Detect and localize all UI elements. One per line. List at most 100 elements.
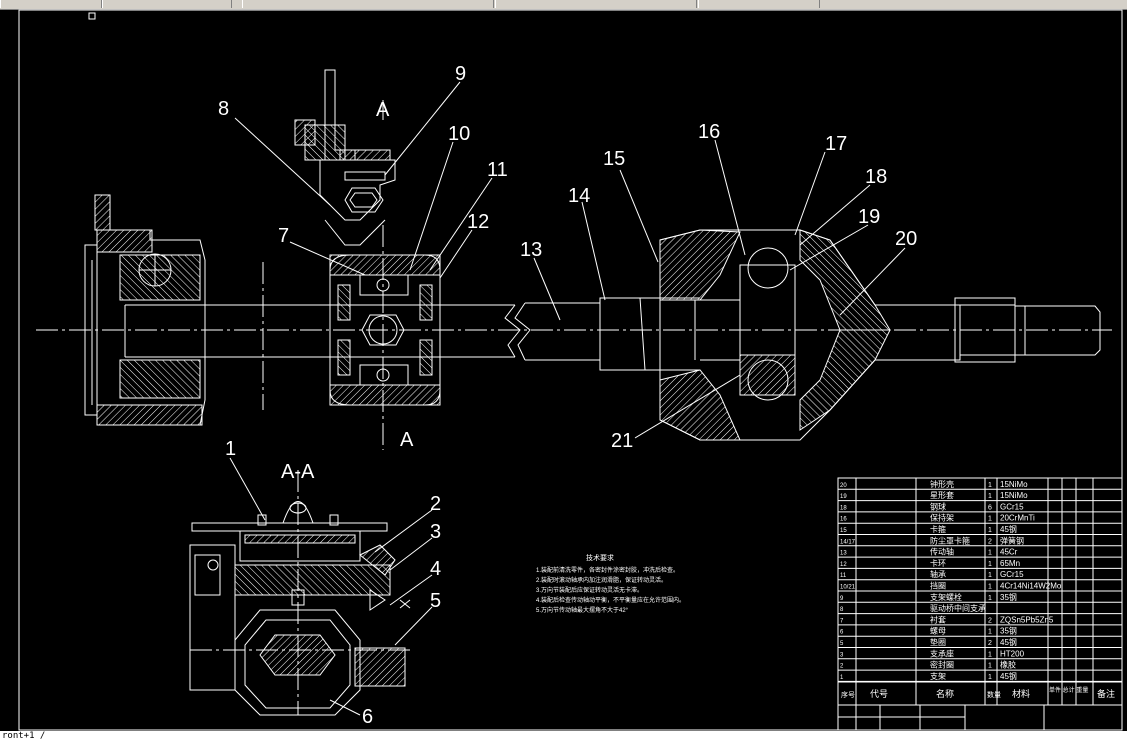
bom-header-material: 材料	[1012, 688, 1030, 699]
bom-cell-material: 45钢	[1000, 524, 1017, 534]
support-bracket	[294, 69, 396, 246]
cad-drawing-canvas[interactable]: 8 9 10 11 12 7 13 14 15 16 17 18 19 20 2…	[0, 9, 1127, 731]
bom-cell-qty: 1	[988, 493, 992, 500]
callout-label: 21	[611, 430, 633, 452]
bom-header-no: 序号	[841, 690, 855, 699]
bom-cell-material: 45Cr	[1000, 548, 1018, 557]
bom-cell-name: 保持架	[930, 513, 954, 523]
bom-cell-no: 7	[840, 618, 844, 624]
splined-output-shaft	[954, 297, 1101, 363]
bom-cell-material: HT200	[1000, 649, 1025, 658]
section-aa-labels: 1 2 3 4 5 6 A-A	[225, 438, 441, 728]
bom-cell-name: 传动轴	[930, 547, 954, 557]
bom-cell-qty: 2	[988, 617, 992, 624]
bom-cell-material: 15NiMo	[1000, 480, 1028, 489]
tech-req-item: 2.装配时滚动轴承内加注润滑脂，保证转动灵活。	[536, 576, 667, 584]
bom-cell-no: 1	[840, 675, 844, 681]
bom-cell-material: 15NiMo	[1000, 491, 1028, 500]
bom-header-qty: 数量	[987, 690, 1001, 699]
bom-cell-name: 卡环	[930, 558, 946, 568]
drawing-border	[18, 9, 1123, 731]
tech-req-item: 5.万向节传动轴最大摆角不大于42°	[536, 606, 629, 614]
bom-cell-no: 2	[840, 664, 844, 670]
callout-label: 10	[448, 123, 470, 145]
bom-cell-name: 轴承	[930, 569, 946, 579]
bom-cell-no: 18	[840, 505, 847, 511]
tech-req-item: 1.装配前清洗零件，各密封件涂密封胶，冲洗后检查。	[536, 566, 679, 574]
toolbar-segment[interactable]	[102, 0, 232, 8]
bom-cell-qty: 6	[988, 504, 992, 511]
callout-label: 12	[467, 211, 489, 233]
bom-cell-name: 支承座	[930, 648, 954, 658]
bom-cell-material: 65Mn	[1000, 559, 1020, 568]
bom-cell-name: 星形套	[930, 490, 954, 500]
bom-cell-material: 橡胶	[1000, 660, 1016, 670]
bom-cell-no: 8	[840, 607, 844, 613]
section-aa-view	[189, 457, 433, 716]
bom-cell-name: 支架螺栓	[930, 592, 962, 602]
bom-cell-material: GCr15	[1000, 570, 1024, 579]
callout-label: 3	[430, 521, 441, 543]
callout-label: 19	[858, 206, 880, 228]
bom-cell-no: 12	[840, 562, 847, 568]
callout-labels: 8 9 10 11 12 7 13 14 15 16 17 18 19 20 2…	[218, 63, 917, 452]
bom-cell-material: 45钢	[1000, 671, 1017, 681]
bom-cell-qty: 1	[988, 595, 992, 602]
main-assembly-view	[36, 69, 1112, 450]
bom-cell-no: 9	[840, 596, 844, 602]
callout-label: 13	[520, 239, 542, 261]
ucs-marker-icon	[88, 12, 96, 20]
bom-header: 序号 代号 名称 数量 材料 单件 总计 重量 备注	[841, 686, 1115, 699]
toolbar-segment[interactable]	[698, 0, 820, 8]
bom-cell-qty: 1	[988, 651, 992, 658]
bom-cell-no: 11	[840, 573, 847, 579]
bom-cell-name: 钢球	[930, 501, 946, 511]
bom-cell-name: 支架	[930, 671, 946, 681]
section-title: A-A	[281, 461, 315, 483]
technical-requirements: 技术要求 1.装配前清洗零件，各密封件涂密封胶，冲洗后检查。 2.装配时滚动轴承…	[536, 553, 685, 614]
bom-cell-qty: 2	[988, 640, 992, 647]
toolbar-segment[interactable]	[242, 0, 494, 8]
command-line[interactable]: ront+1 /	[0, 731, 1127, 741]
section-mark: A	[400, 429, 414, 451]
callout-label: 1	[225, 438, 236, 460]
callout-label: 16	[698, 121, 720, 143]
bom-cell-name: 驱动桥中间支承	[930, 603, 986, 613]
bom-cell-no: 14/17	[840, 539, 856, 545]
callout-label: 5	[430, 590, 441, 612]
bom-cell-qty: 2	[988, 538, 992, 545]
bom-cell-qty: 1	[988, 663, 992, 670]
bom-cell-qty: 1	[988, 572, 992, 579]
callout-label: 11	[487, 159, 508, 181]
bom-cell-name: 卡箍	[930, 524, 946, 534]
bom-cell-name: 密封圈	[930, 660, 954, 670]
bom-cell-name: 挡圈	[930, 581, 946, 591]
bom-cell-no: 3	[840, 652, 844, 658]
callout-label: 17	[825, 133, 847, 155]
callout-label: 18	[865, 166, 887, 188]
toolbar-segment[interactable]	[495, 0, 697, 8]
bom-cell-name: 衬套	[930, 614, 946, 624]
toolbar-segment[interactable]	[0, 0, 102, 8]
bom-cell-no: 19	[840, 494, 847, 500]
bom-cell-name: 钟形壳	[930, 479, 954, 489]
tech-req-title: 技术要求	[586, 553, 614, 562]
callout-label: 8	[218, 98, 229, 120]
section-mark: A	[376, 99, 390, 121]
bom-cell-material: 35钢	[1000, 626, 1017, 636]
callout-label: 6	[362, 706, 373, 728]
bom-cell-qty: 1	[988, 482, 992, 489]
tech-req-item: 3.万向节装配后应保证转动灵活无卡滞。	[536, 586, 643, 594]
drive-shaft	[124, 297, 700, 371]
bom-cell-material: 20CrMnTi	[1000, 514, 1035, 523]
bom-cell-material: 45钢	[1000, 637, 1017, 647]
leader-lines	[234, 81, 906, 439]
callout-label: 9	[455, 63, 466, 85]
bom-cell-material: 35钢	[1000, 592, 1017, 602]
bom-cell-qty: 1	[988, 527, 992, 534]
callout-label: 20	[895, 228, 917, 250]
bom-cell-no: 16	[840, 517, 847, 523]
callout-label: 4	[430, 558, 441, 580]
bom-cell-no: 5	[840, 641, 844, 647]
